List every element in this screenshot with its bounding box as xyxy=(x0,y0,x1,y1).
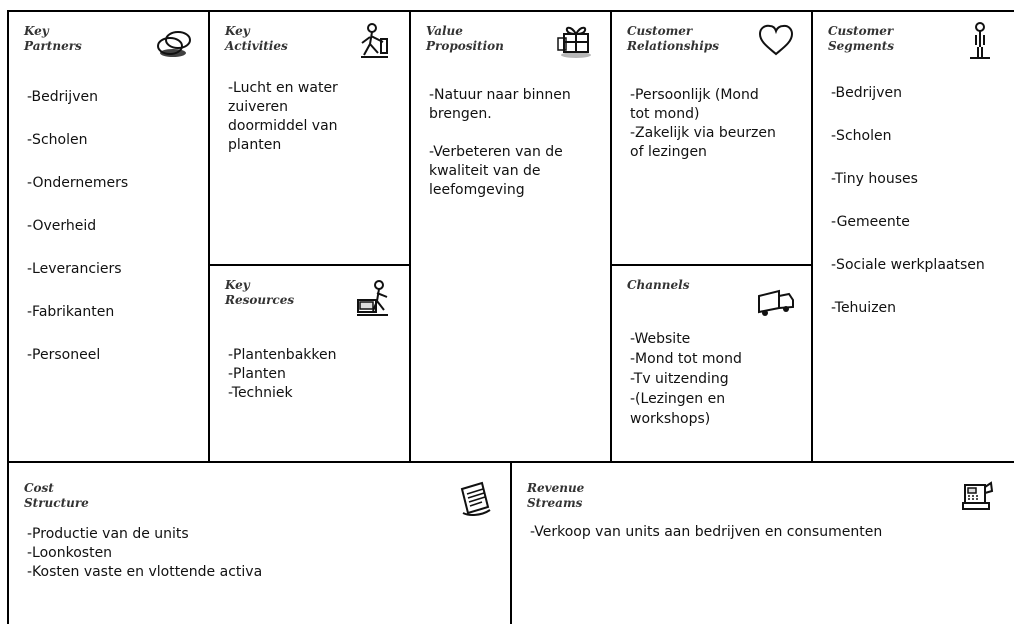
list-item: -Overheid xyxy=(27,218,97,234)
business-model-canvas: Key Partners -Bedrijven -Scholen -Ondern… xyxy=(7,10,1014,624)
customer-segments-title: Customer Segments xyxy=(828,24,895,53)
list-item: -Tiny houses xyxy=(831,171,918,187)
list-item: -Natuur naar binnen brengen. xyxy=(429,87,571,122)
list-item: -(Lezingen en workshops) xyxy=(630,391,726,427)
list-item: -Bedrijven xyxy=(831,85,902,101)
bottom-section: Cost Structure -Productie van de units -… xyxy=(9,463,1014,624)
key-partners-list: -Bedrijven -Scholen -Ondernemers -Overhe… xyxy=(27,86,198,387)
key-activities-block: Key Activities -Lucht en water zuiveren … xyxy=(210,12,411,266)
list-item: -Persoonlijk (Mond tot mond) xyxy=(630,87,759,122)
value-proposition-title: Value Proposition xyxy=(426,24,504,53)
customer-segments-list: -Bedrijven -Scholen -Tiny houses -Gemeen… xyxy=(831,82,1004,340)
truck-icon xyxy=(755,280,797,322)
list-item: -Bedrijven xyxy=(27,89,98,105)
channels-block: Channels -Website -Mond tot mond -Tv uit… xyxy=(612,266,813,461)
list-item: -Productie van de units xyxy=(27,526,189,542)
worker-icon xyxy=(353,20,395,62)
key-partners-title: Key Partners xyxy=(24,24,82,53)
value-proposition-list: -Natuur naar binnen brengen. -Verbeteren… xyxy=(429,86,600,200)
list-item: -Website xyxy=(630,331,691,347)
gift-icon xyxy=(554,20,596,62)
cash-register-icon xyxy=(956,473,998,515)
list-item: -Gemeente xyxy=(831,214,910,230)
list-item: -Fabrikanten xyxy=(27,304,115,320)
cost-structure-title: Cost Structure xyxy=(24,481,89,510)
list-item: -Verkoop van units aan bedrijven en cons… xyxy=(530,524,883,540)
list-item: -Tv uitzending xyxy=(630,371,729,387)
cost-structure-block: Cost Structure -Productie van de units -… xyxy=(9,463,512,624)
top-section: Key Partners -Bedrijven -Scholen -Ondern… xyxy=(9,12,1014,463)
heart-icon xyxy=(755,20,797,62)
list-item: -Kosten vaste en vlottende activa xyxy=(27,564,263,580)
revenue-streams-list: -Verkoop van units aan bedrijven en cons… xyxy=(530,523,1004,542)
list-item: -Verbeteren van de kwaliteit van de leef… xyxy=(429,144,563,198)
value-proposition-block: Value Proposition -Natuur naar binnen br… xyxy=(411,12,612,461)
key-activities-title: Key Activities xyxy=(225,24,288,53)
list-item: -Lucht en water zuiveren doormiddel van … xyxy=(228,80,338,153)
key-resources-block: Key Resources -Plantenbakken -Planten -T… xyxy=(210,266,411,461)
list-item: -Planten xyxy=(228,366,286,382)
revenue-streams-title: Revenue Streams xyxy=(527,481,585,510)
person-icon xyxy=(958,20,1000,62)
list-item: -Personeel xyxy=(27,347,101,363)
worker-machine-icon xyxy=(353,278,395,320)
list-item: -Mond tot mond xyxy=(630,351,742,367)
list-item: -Plantenbakken xyxy=(228,347,337,363)
key-resources-title: Key Resources xyxy=(225,278,295,307)
list-item: -Scholen xyxy=(831,128,892,144)
document-icon xyxy=(454,479,496,521)
channels-list: -Website -Mond tot mond -Tv uitzending -… xyxy=(630,329,801,429)
cost-structure-list: -Productie van de units -Loonkosten -Kos… xyxy=(27,525,500,582)
list-item: -Ondernemers xyxy=(27,175,129,191)
customer-relationships-list: -Persoonlijk (Mond tot mond) -Zakelijk v… xyxy=(630,86,801,162)
chain-links-icon xyxy=(152,22,194,64)
list-item: -Scholen xyxy=(27,132,88,148)
key-activities-list: -Lucht en water zuiveren doormiddel van … xyxy=(228,79,399,155)
key-resources-list: -Plantenbakken -Planten -Techniek xyxy=(228,346,399,403)
revenue-streams-block: Revenue Streams -Verkoop van units aan b… xyxy=(512,463,1014,624)
customer-relationships-block: Customer Relationships -Persoonlijk (Mon… xyxy=(612,12,813,266)
customer-segments-block: Customer Segments -Bedrijven -Scholen -T… xyxy=(813,12,1014,461)
list-item: -Leveranciers xyxy=(27,261,122,277)
list-item: -Techniek xyxy=(228,385,293,401)
list-item: -Sociale werkplaatsen xyxy=(831,257,985,273)
list-item: -Zakelijk via beurzen of lezingen xyxy=(630,125,776,160)
list-item: -Tehuizen xyxy=(831,300,897,316)
channels-title: Channels xyxy=(627,278,690,292)
list-item: -Loonkosten xyxy=(27,545,113,561)
key-partners-block: Key Partners -Bedrijven -Scholen -Ondern… xyxy=(9,12,210,461)
customer-relationships-title: Customer Relationships xyxy=(627,24,719,53)
